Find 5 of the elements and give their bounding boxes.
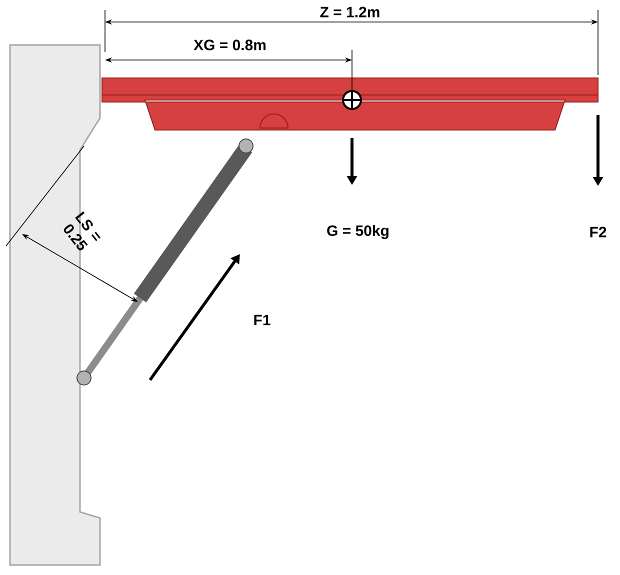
force-label: F2: [590, 226, 606, 238]
dimension-label: Z = 1.2m: [320, 6, 380, 18]
weight-label: G = 50kg: [327, 224, 388, 240]
force-label: F1: [254, 314, 270, 326]
dimension-label: XG = 0.8m: [194, 40, 266, 50]
